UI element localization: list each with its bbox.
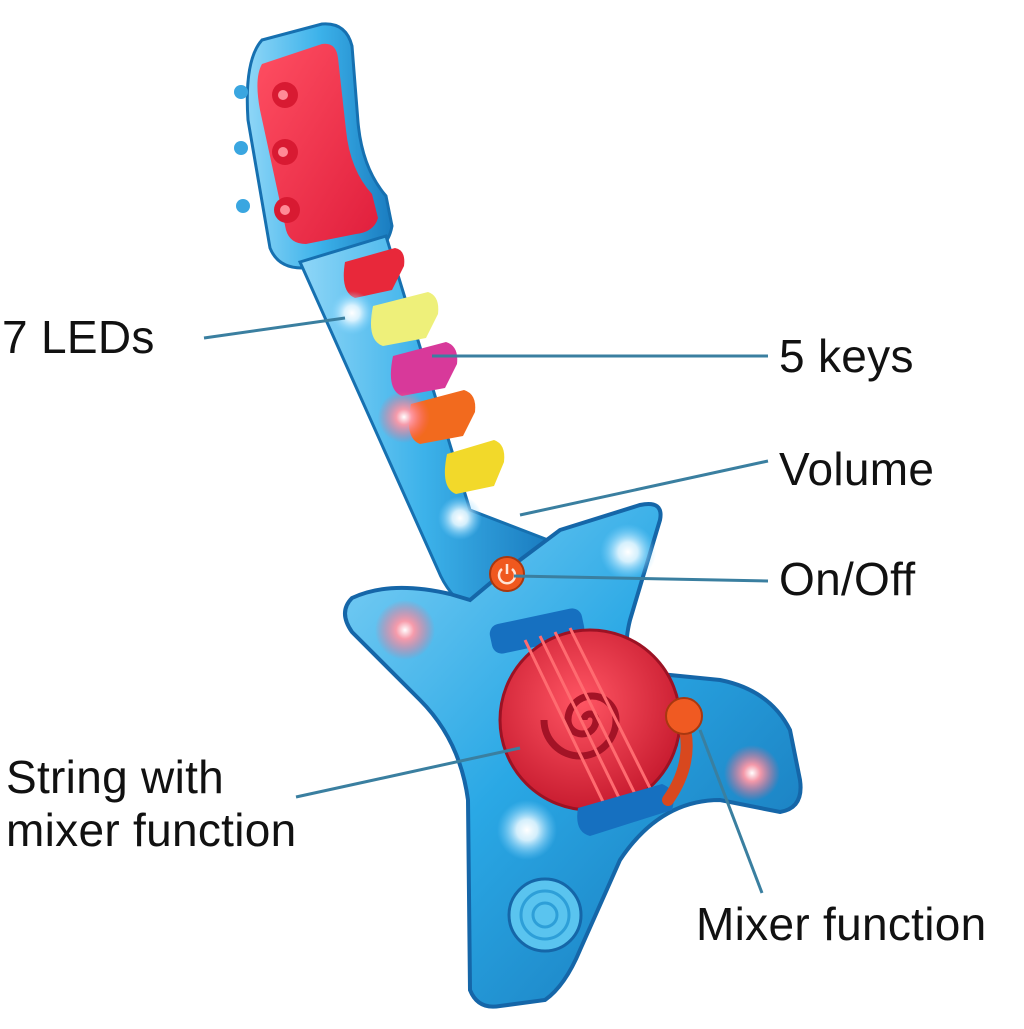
- bridge-bottom: [577, 784, 674, 836]
- on-off-button[interactable]: [489, 556, 525, 592]
- led-blue-1: [330, 291, 374, 335]
- bridge-top: [489, 608, 585, 654]
- label-mixer-function: Mixer function: [696, 898, 987, 950]
- power-icon: [497, 568, 517, 585]
- leader-mixer: [698, 729, 764, 894]
- label-string-line1: String with: [6, 751, 225, 803]
- key-yellow-light[interactable]: [370, 292, 439, 346]
- label-string-line2: mixer function: [6, 803, 297, 856]
- mixer-lever[interactable]: [662, 697, 703, 806]
- leader-onoff: [513, 574, 769, 583]
- label-on-off: On/Off: [779, 553, 916, 605]
- leader-lines: [203, 316, 769, 894]
- label-volume: Volume: [779, 443, 935, 495]
- key-yellow[interactable]: [444, 440, 505, 494]
- label-leds: 7 LEDs: [2, 311, 155, 363]
- label-keys: 5 keys: [779, 330, 914, 382]
- led-red-3: [724, 745, 780, 801]
- leader-string: [295, 746, 521, 799]
- leader-leds: [203, 316, 346, 340]
- led-blue-4: [497, 800, 557, 860]
- label-string-mixer: String with mixer function: [6, 751, 297, 857]
- led-red-1: [378, 391, 430, 443]
- leds: [330, 291, 780, 860]
- led-red-2: [375, 600, 435, 660]
- string-mixer-disc[interactable]: [498, 628, 682, 812]
- leader-volume: [519, 459, 769, 517]
- tuning-pegs: [234, 82, 300, 223]
- led-blue-3: [600, 524, 656, 580]
- key-red[interactable]: [343, 248, 405, 298]
- speaker-grille-icon: [507, 877, 583, 953]
- led-blue-2: [438, 496, 482, 540]
- strings: [523, 627, 658, 813]
